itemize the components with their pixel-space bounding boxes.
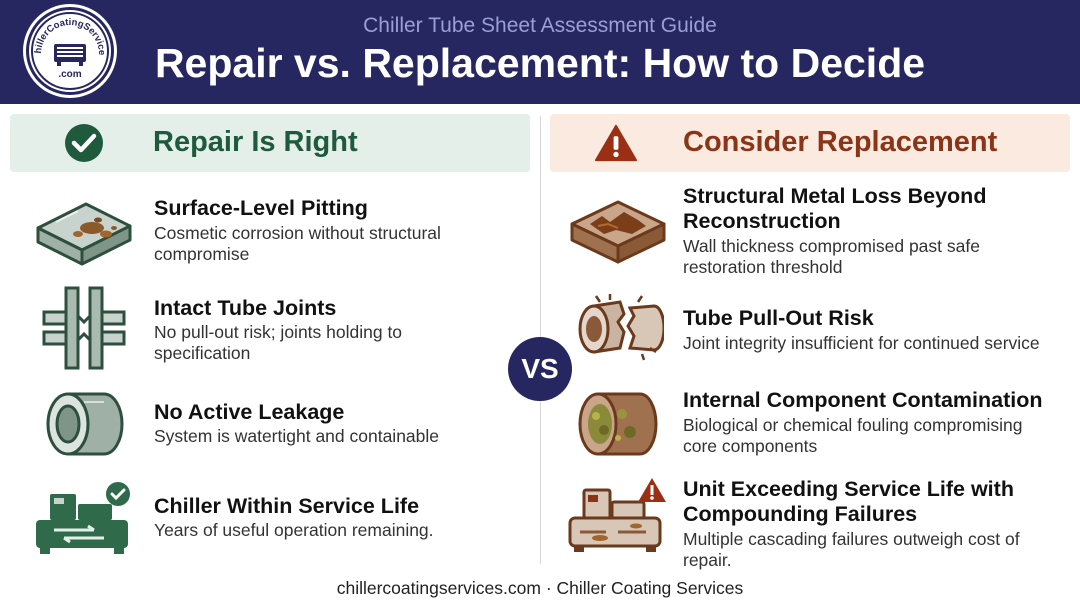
svg-text:.com: .com — [58, 69, 81, 80]
repair-item-title: Intact Tube Joints — [154, 296, 337, 320]
pitted-plate-icon — [36, 202, 132, 266]
tube-icon — [46, 392, 124, 456]
tube-joint-icon — [42, 286, 126, 370]
checkmark-circle-icon — [65, 124, 103, 162]
vs-badge: VS — [508, 337, 572, 401]
replace-item-title: Tube Pull-Out Risk — [683, 306, 874, 330]
replace-item-desc: Biological or chemical fouling compromis… — [683, 415, 1023, 456]
warning-triangle-icon — [594, 124, 638, 162]
chiller-warning-icon — [568, 478, 666, 552]
repair-item-title: Chiller Within Service Life — [154, 494, 420, 518]
page-subtitle: Chiller Tube Sheet Assessment Guide — [363, 14, 717, 37]
repair-heading: Repair Is Right — [153, 126, 358, 158]
repair-column-header: Repair Is Right — [10, 114, 530, 172]
replace-item-desc: Multiple cascading failures outweigh cos… — [683, 529, 1020, 570]
repair-item-title: Surface-Level Pitting — [154, 196, 368, 220]
replace-item-title: Internal Component Contamination — [683, 388, 1043, 412]
replace-item-desc: Joint integrity insufficient for continu… — [683, 333, 1040, 353]
replace-column-header: Consider Replacement — [550, 114, 1070, 172]
broken-tube-icon — [578, 294, 664, 361]
page-title: Repair vs. Replacement: How to Decide — [154, 40, 926, 86]
corroded-plate-icon — [570, 200, 666, 264]
footer-credit: chillercoatingservices.com · Chiller Coa… — [336, 578, 744, 598]
replace-item-title: Structural Metal Loss Beyond Reconstruct… — [683, 184, 987, 233]
repair-item-title: No Active Leakage — [154, 400, 345, 424]
repair-item-desc: Years of useful operation remaining. — [154, 520, 434, 540]
chiller-check-icon — [36, 482, 130, 554]
replace-heading: Consider Replacement — [683, 126, 998, 158]
fouled-tube-icon — [578, 392, 658, 456]
replace-item-desc: Wall thickness compromised past safe res… — [683, 236, 980, 277]
repair-item-desc: Cosmetic corrosion without structural co… — [154, 223, 441, 264]
repair-item-desc: No pull-out risk; joints holding to spec… — [154, 322, 403, 363]
repair-item-desc: System is watertight and containable — [154, 426, 440, 446]
replace-item-title: Unit Exceeding Service Life with Compoun… — [683, 477, 1014, 526]
